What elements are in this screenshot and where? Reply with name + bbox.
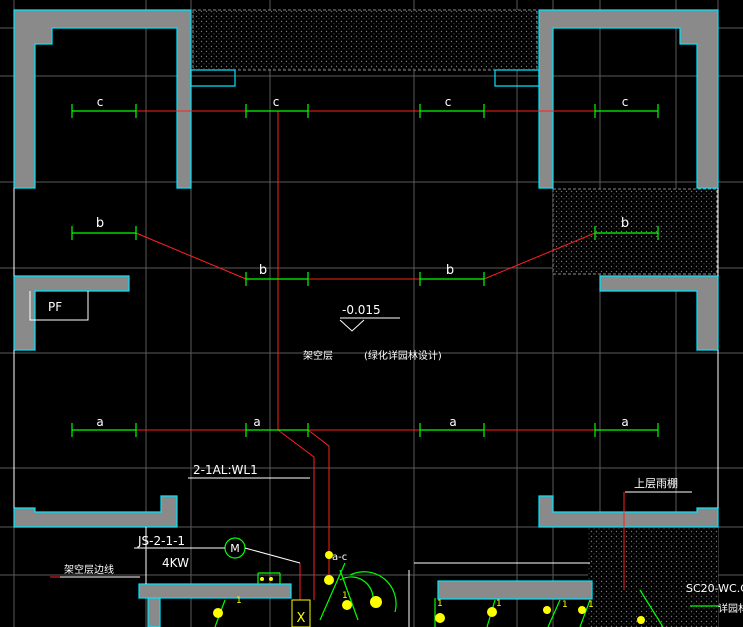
wall-bottom-column <box>147 597 161 627</box>
fixture-label-a-1: a <box>96 415 103 429</box>
wiring <box>50 110 625 610</box>
leader-lines <box>60 477 692 578</box>
right-canopy-hatch <box>552 188 718 275</box>
wall-right-mid <box>599 275 719 351</box>
wall-bottom-right <box>538 495 719 528</box>
small-tag: 1 <box>496 599 502 609</box>
small-tag: 1 <box>342 591 348 601</box>
room-note: (绿化详园林设计) <box>364 349 442 362</box>
wall-top-right <box>538 9 719 189</box>
edge-label: 架空层边线 <box>64 563 114 576</box>
panel-label: PF <box>48 300 62 314</box>
wall-top-inner-left <box>190 69 236 87</box>
fixture-label-c-2: c <box>273 95 280 109</box>
walls <box>13 9 719 627</box>
wall-bottom-beam-right <box>437 580 593 600</box>
outline-lines <box>13 188 719 627</box>
hatched-areas <box>192 9 718 627</box>
fixture-label-a-4: a <box>621 415 628 429</box>
wall-left-mid <box>13 275 130 351</box>
room-label: 架空层 <box>303 349 333 362</box>
fixture-label-a-2: a <box>253 415 260 429</box>
small-tag: 1 <box>562 600 568 610</box>
conduit-label: SC20-WC.C <box>686 582 743 595</box>
small-tag: 1 <box>437 599 443 609</box>
fixture-label-a-3: a <box>449 415 456 429</box>
fixture-label-c-3: c <box>445 95 452 109</box>
pump-power: 4KW <box>162 556 189 570</box>
fixture-dots <box>213 551 645 624</box>
bottom-fixtures <box>214 562 720 627</box>
box-mark: X <box>291 599 311 627</box>
fixture-label-b-1: b <box>96 216 104 231</box>
fixture-label-b-4: b <box>446 263 454 278</box>
wall-bottom-left <box>13 495 178 528</box>
elevation-label: -0.015 <box>342 303 381 317</box>
fixture-row-c <box>71 104 659 118</box>
top-canopy-hatch <box>192 9 538 71</box>
fixture-label-b-3: b <box>259 263 267 278</box>
canopy-label: 上层雨棚 <box>634 476 678 490</box>
fixture-label-c-1: c <box>97 95 104 109</box>
wall-top-left <box>13 9 192 189</box>
labels: c c c c b b b b a a a a -0.015 架空层 (绿化详园… <box>48 95 743 615</box>
fixture-label-c-4: c <box>622 95 629 109</box>
wall-top-inner-right <box>494 69 540 87</box>
fixture-tag: a-c <box>332 552 347 563</box>
motor-symbol[interactable]: M <box>224 537 246 559</box>
box-mark-label: X <box>297 611 306 626</box>
circuit-label: 2-1AL:WL1 <box>193 463 258 477</box>
fixture-label-b-2: b <box>621 216 629 231</box>
fixture-row-b <box>71 226 659 286</box>
wall-bottom-beam-left <box>138 583 292 599</box>
small-tag: 1 <box>588 600 594 610</box>
fixture-row-a <box>71 423 659 437</box>
pump-label: JS-2-1-1 <box>137 534 185 548</box>
elevation-mark <box>339 317 400 332</box>
corner-text: 详园林 <box>718 602 743 615</box>
small-tag: 1 <box>236 596 242 606</box>
motor-symbol-label: M <box>230 542 240 555</box>
fixtures[interactable] <box>71 104 720 627</box>
